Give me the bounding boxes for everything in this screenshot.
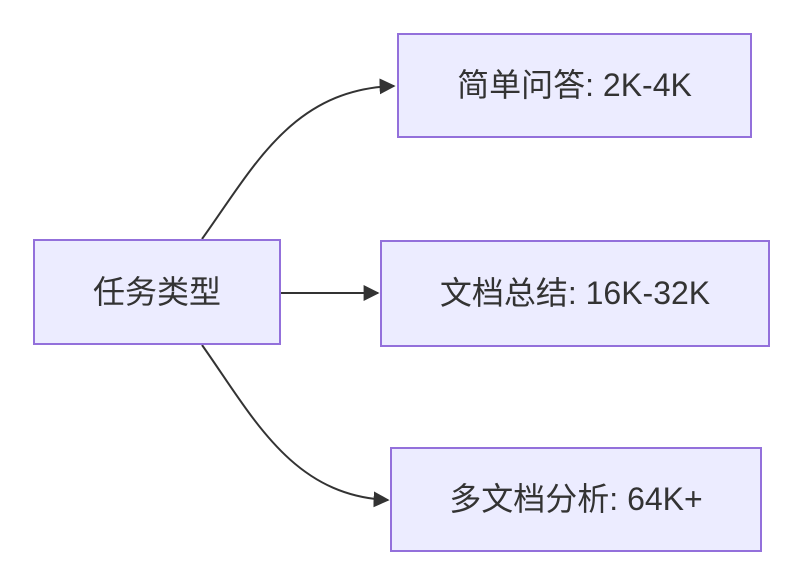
node-task-type-label: 任务类型 <box>92 273 221 310</box>
node-simple-qa-label: 简单问答: 2K-4K <box>457 67 692 104</box>
node-doc-summary-label: 文档总结: 16K-32K <box>439 275 711 312</box>
node-doc-summary: 文档总结: 16K-32K <box>380 240 770 347</box>
node-multi-doc-analysis: 多文档分析: 64K+ <box>390 447 762 552</box>
edge-root-to-qa <box>201 78 396 240</box>
node-simple-qa: 简单问答: 2K-4K <box>397 33 752 138</box>
node-task-type: 任务类型 <box>33 239 281 345</box>
node-multi-doc-analysis-label: 多文档分析: 64K+ <box>449 481 703 518</box>
edge-root-to-multidoc <box>201 344 390 508</box>
